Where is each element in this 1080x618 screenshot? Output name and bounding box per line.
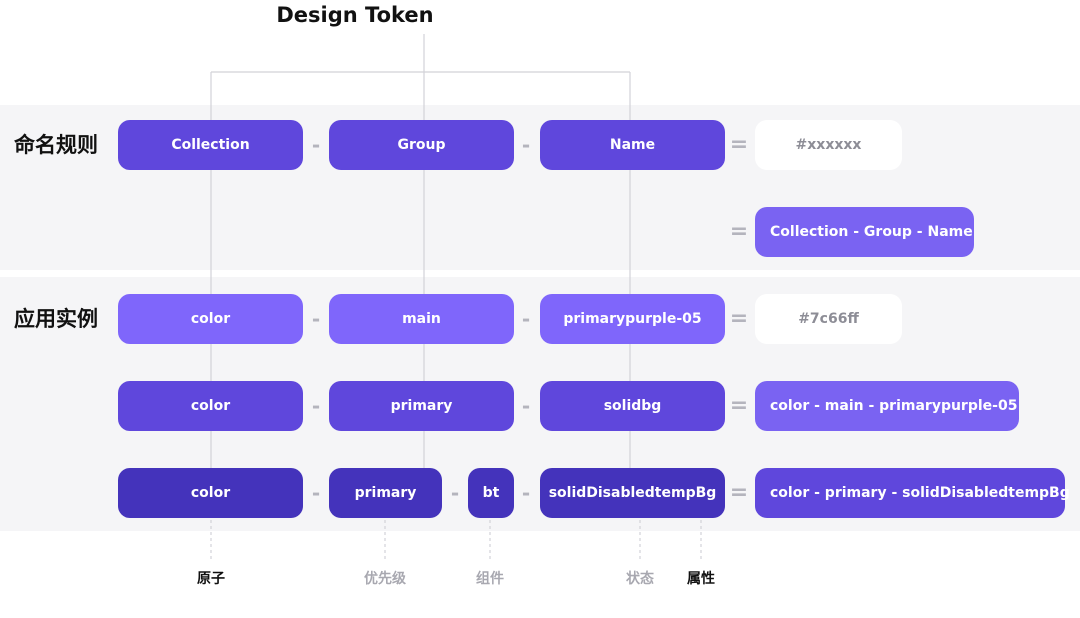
dash-separator: - bbox=[311, 307, 321, 331]
example2-alias-pill: color - main - primarypurple-05 bbox=[755, 381, 1019, 431]
dash-separator: - bbox=[311, 133, 321, 157]
example2-name-pill: solidbg bbox=[540, 381, 725, 431]
dash-separator: - bbox=[521, 133, 531, 157]
example1-value-pill: #7c66ff bbox=[755, 294, 902, 344]
example2-collection-pill: color bbox=[118, 381, 303, 431]
naming-value-pill: #xxxxxx bbox=[755, 120, 902, 170]
dash-separator: - bbox=[311, 481, 321, 505]
component-label: 组件 bbox=[476, 571, 504, 587]
naming-name-pill: Name bbox=[540, 120, 725, 170]
dash-separator: - bbox=[311, 394, 321, 418]
naming-group-pill: Group bbox=[329, 120, 514, 170]
equals-sign: = bbox=[729, 393, 749, 418]
equals-sign: = bbox=[729, 306, 749, 331]
example3-name-pill: solidDisabledtempBg bbox=[540, 468, 725, 518]
example1-name-pill: primarypurple-05 bbox=[540, 294, 725, 344]
equals-sign: = bbox=[729, 132, 749, 157]
example2-group-pill: primary bbox=[329, 381, 514, 431]
dash-separator: - bbox=[521, 307, 531, 331]
equals-sign: = bbox=[729, 219, 749, 244]
priority-label: 优先级 bbox=[364, 571, 406, 587]
example3-group-pill: primary bbox=[329, 468, 442, 518]
naming-collection-pill: Collection bbox=[118, 120, 303, 170]
example1-collection-pill: color bbox=[118, 294, 303, 344]
diagram-title: Design Token bbox=[276, 3, 434, 27]
examples-label: 应用实例 bbox=[14, 307, 98, 331]
attribute-label: 属性 bbox=[687, 571, 715, 587]
example3-alias-pill: color - primary - solidDisabledtempBg bbox=[755, 468, 1070, 518]
state-label: 状态 bbox=[626, 571, 654, 587]
example3-collection-pill: color bbox=[118, 468, 303, 518]
naming-alias-pill: Collection - Group - Name bbox=[755, 207, 974, 257]
dash-separator: - bbox=[450, 481, 460, 505]
dash-separator: - bbox=[521, 481, 531, 505]
atom-label: 原子 bbox=[197, 571, 225, 587]
naming-rule-label: 命名规则 bbox=[14, 133, 98, 157]
example3-component-pill: bt bbox=[468, 468, 514, 518]
dash-separator: - bbox=[521, 394, 531, 418]
example1-group-pill: main bbox=[329, 294, 514, 344]
equals-sign: = bbox=[729, 480, 749, 505]
